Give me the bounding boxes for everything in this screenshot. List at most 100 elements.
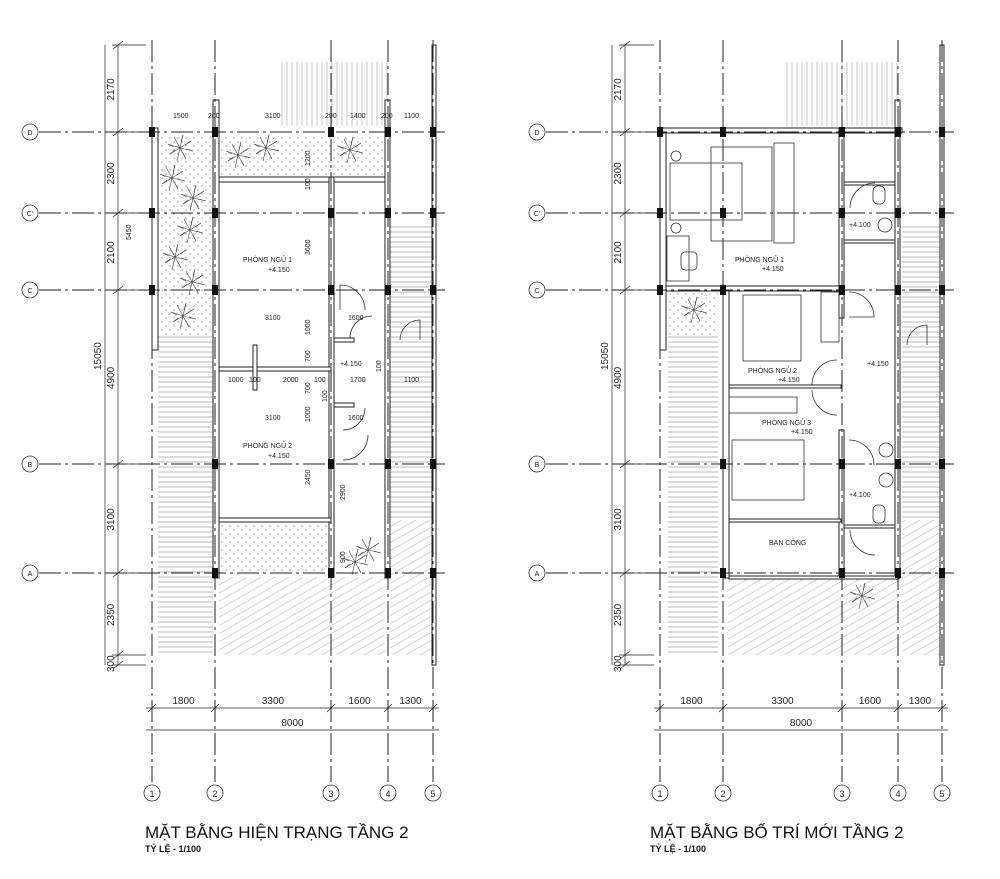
- wall: [728, 575, 900, 580]
- grid-bubble: [143, 784, 161, 802]
- door-swing: [849, 529, 876, 556]
- grid-label: C: [534, 288, 539, 295]
- room-name: PHÒNG NGỦ 2: [243, 441, 292, 450]
- wall: [333, 337, 355, 343]
- room-level: +4.150: [268, 453, 290, 460]
- column: [328, 127, 334, 137]
- grid-label: B: [535, 462, 540, 469]
- column: [895, 208, 901, 218]
- dimension-tick: [837, 703, 847, 713]
- void-strip: [668, 335, 718, 655]
- room-name: PHÒNG NGỦ 1: [735, 255, 784, 264]
- dimension-total: 15050: [93, 342, 104, 370]
- grid-label: 2: [212, 789, 217, 799]
- column: [657, 208, 663, 218]
- dimension-text: 2100: [106, 241, 117, 264]
- grid-bubble: [714, 784, 732, 802]
- wall: [431, 44, 437, 666]
- column: [895, 127, 901, 137]
- dimension-tick: [428, 703, 438, 713]
- room-name: BAN CÔNG: [769, 538, 806, 547]
- wall: [252, 344, 258, 391]
- room-level: +4.100: [849, 492, 871, 499]
- dim-text: 1500: [173, 113, 189, 120]
- dimension-text: 1600: [859, 696, 882, 707]
- column: [720, 208, 726, 218]
- grid-label: D: [27, 130, 32, 137]
- grid-label: D: [534, 130, 539, 137]
- column: [149, 127, 155, 137]
- lamp: [670, 150, 682, 162]
- column: [212, 285, 218, 295]
- sink: [878, 442, 894, 458]
- column: [385, 208, 391, 218]
- grid-label: 1: [149, 789, 154, 799]
- room-level: +4.150: [268, 267, 290, 274]
- door-swing: [848, 291, 875, 318]
- grid-label: 2: [720, 789, 725, 799]
- existing-plan-labels: PHÒNG NGỦ 1 +4.150 PHÒNG NGỦ 2 +4.150 +4…: [126, 113, 419, 563]
- door-swing: [399, 319, 421, 341]
- column: [895, 568, 901, 578]
- column: [939, 568, 945, 578]
- column: [430, 568, 436, 578]
- dimension-total: 8000: [790, 718, 813, 729]
- grid-bubble: [322, 784, 340, 802]
- column: [385, 459, 391, 469]
- dim-text: 200: [208, 113, 220, 120]
- column: [149, 208, 155, 218]
- grid-label: 4: [895, 789, 900, 799]
- dimension-tick: [937, 703, 947, 713]
- door-swing: [849, 182, 876, 209]
- column: [385, 127, 391, 137]
- dimension-text: 2170: [106, 78, 117, 101]
- grid-bubble: [889, 784, 907, 802]
- dimension-text: 3300: [771, 696, 794, 707]
- grid-bubble: [379, 784, 397, 802]
- door-swing: [342, 434, 369, 461]
- column: [212, 568, 218, 578]
- dim-text: 1600: [348, 415, 364, 422]
- garden-left: [158, 135, 213, 335]
- dim-text: 1600: [348, 315, 364, 322]
- grid-label: 3: [839, 789, 844, 799]
- dim-text: 1100: [404, 113, 419, 120]
- dimension-tick: [383, 703, 393, 713]
- column: [430, 285, 436, 295]
- grid-label: A: [535, 571, 540, 578]
- dimension-tick: [326, 703, 336, 713]
- hatched-roof-right: [390, 520, 433, 655]
- column: [212, 208, 218, 218]
- sink: [877, 217, 893, 233]
- grid-label: 5: [939, 789, 944, 799]
- void-strip: [158, 335, 213, 655]
- dimension-tick: [655, 703, 665, 713]
- door-swing: [811, 389, 838, 416]
- grid-label: 4: [385, 789, 390, 799]
- new-layout-plan: [659, 44, 945, 666]
- column: [720, 459, 726, 469]
- dim-text: 700: [305, 350, 312, 362]
- door-swing: [811, 359, 838, 386]
- grid-bubble: [424, 784, 442, 802]
- dimension-text: 2100: [613, 241, 624, 264]
- grid-label: C': [27, 211, 33, 218]
- dim-text: 1000: [305, 319, 312, 335]
- column: [720, 568, 726, 578]
- dimension-text: 2300: [613, 162, 624, 185]
- dim-text: 900: [340, 551, 347, 563]
- dimension-text: 1800: [680, 696, 703, 707]
- grid-label: B: [28, 462, 33, 469]
- grid-bubble: [21, 204, 39, 222]
- grid-bubble: [21, 123, 39, 141]
- room-level: +4.150: [762, 266, 784, 273]
- column: [149, 285, 155, 295]
- plan-title: MẶT BẰNG BỐ TRÍ MỚI TẦNG 2: [650, 822, 904, 842]
- grid-bubble: [528, 123, 546, 141]
- grid-bubble: [528, 281, 546, 299]
- door-swing: [906, 324, 928, 346]
- column: [430, 459, 436, 469]
- dim-text: 2000: [283, 377, 299, 384]
- room-level: +4.150: [867, 361, 889, 368]
